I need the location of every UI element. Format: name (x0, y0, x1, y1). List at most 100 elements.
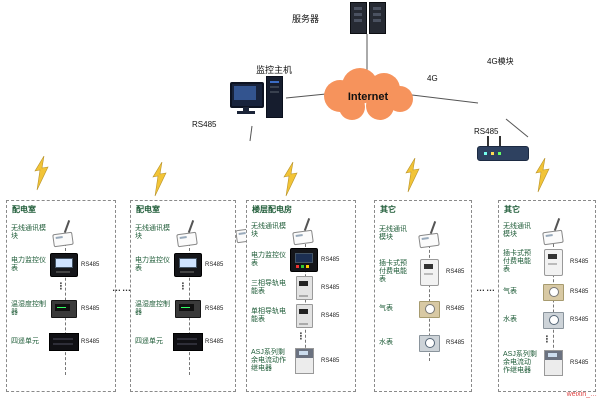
rs485-label: RS485 (321, 358, 340, 364)
device-label: 水表 (503, 315, 517, 323)
4g-module-icon (477, 136, 531, 164)
ellipsis-vertical: ⋮ (56, 281, 66, 291)
server-label: 服务器 (292, 14, 320, 24)
zone-box-peidianshi-2: 配电室 无线通讯模块 电力监控仪表 RS485 ⋮ 温湿度控制器 RS485 四… (130, 200, 236, 392)
temp-humidity-controller-icon (51, 300, 77, 318)
rs485-label: RS485 (321, 257, 340, 263)
device-label: 电力监控仪表 (251, 251, 286, 267)
remote-unit-icon (49, 333, 79, 351)
din-rail-meter-icon (295, 276, 313, 300)
zone-title: 配电室 (12, 205, 36, 214)
zone-title: 其它 (380, 205, 396, 214)
rs485-label: RS485 (446, 340, 465, 346)
ellipsis-vertical: ⋮ (178, 281, 188, 291)
device-row: 温湿度控制器 RS485 (9, 294, 113, 324)
wireless-module-icon (417, 220, 443, 248)
din-rail-meter-icon (295, 304, 313, 328)
device-row: 无线通讯模块 (133, 217, 233, 249)
device-label: 电力监控仪表 (11, 256, 46, 272)
device-row: 气表 RS485 (501, 279, 593, 305)
zone-box-other-2: 其它 无线通讯模块 插卡式预付费电能表 RS485 气表 RS485 水表 RS… (498, 200, 596, 392)
remote-unit-icon (173, 333, 203, 351)
device-row: 插卡式预付费电能表 RS485 (377, 253, 469, 291)
zone-title: 楼层配电房 (252, 205, 292, 214)
wireless-module-icon (541, 217, 567, 245)
device-row: 电力监控仪表 RS485 (133, 251, 233, 279)
device-row: 无线通讯模块 (9, 217, 113, 249)
device-row: 插卡式预付费电能表 RS485 (501, 247, 593, 277)
device-label: 单相导轨电能表 (251, 307, 286, 323)
wireless-module-icon (51, 219, 77, 247)
ellipsis-between-zones: …… (112, 283, 132, 293)
device-row: 水表 RS485 (377, 327, 469, 359)
device-label: 三相导轨电能表 (251, 279, 286, 295)
device-label: 四遥单元 (135, 337, 163, 345)
device-label: 四遥单元 (11, 337, 39, 345)
zone-title: 配电室 (136, 205, 160, 214)
wireless-module-icon (175, 219, 201, 247)
rs485-label: RS485 (446, 306, 465, 312)
device-label: 无线通讯模块 (503, 222, 531, 238)
device-row: 电力监控仪表 RS485 (249, 247, 353, 273)
device-row: ASJ系列剩余电流动作继电器 RS485 (249, 344, 353, 378)
device-label: 无线通讯模块 (251, 222, 286, 238)
rs485-label: RS485 (570, 317, 589, 323)
internet-cloud: Internet (324, 68, 413, 120)
device-row: 气表 RS485 (377, 293, 469, 325)
rs485-label: RS485 (570, 289, 589, 295)
ellipsis-vertical: ⋮ (296, 331, 306, 341)
device-label: 气表 (379, 304, 393, 312)
device-row: 四遥单元 RS485 (133, 326, 233, 358)
rs485-label: RS485 (81, 306, 100, 312)
device-row: 无线通讯模块 (249, 217, 353, 245)
device-row: 水表 RS485 (501, 307, 593, 333)
monitor-host-icon (230, 76, 284, 124)
device-label: 温湿度控制器 (11, 300, 46, 316)
watermark: weixin_… (566, 391, 597, 398)
rs485-label-right: RS485 (474, 127, 499, 136)
rs485-label-left: RS485 (192, 120, 217, 129)
lightning-icon (34, 156, 49, 191)
rs485-label: RS485 (81, 339, 100, 345)
device-label: 无线通讯模块 (379, 225, 407, 241)
device-label: 插卡式预付费电能表 (379, 259, 407, 284)
water-meter-icon (543, 311, 565, 329)
gas-meter-icon (419, 300, 441, 318)
connector-line (553, 239, 554, 373)
lightning-icon (405, 158, 420, 193)
rs485-label: RS485 (81, 262, 100, 268)
temp-humidity-controller-icon (175, 300, 201, 318)
prepaid-meter-icon (544, 248, 564, 276)
rs485-label: RS485 (205, 306, 224, 312)
device-label: 无线通讯模块 (135, 224, 170, 240)
device-row: 单相导轨电能表 RS485 (249, 303, 353, 329)
prepaid-meter-icon (420, 258, 440, 286)
gas-meter-icon (543, 283, 565, 301)
ellipsis-vertical: ⋮ (542, 334, 552, 344)
water-meter-icon (419, 334, 441, 352)
4g-module-label: 4G模块 (487, 57, 514, 66)
residual-current-relay-icon (294, 348, 314, 374)
device-row: 无线通讯模块 (377, 217, 469, 251)
4g-link-label: 4G (427, 74, 438, 83)
device-label: 温湿度控制器 (135, 300, 170, 316)
rs485-label: RS485 (321, 285, 340, 291)
device-label: ASJ系列剩余电流动作继电器 (251, 348, 286, 373)
device-row: 电力监控仪表 RS485 (9, 251, 113, 279)
rs485-label: RS485 (205, 262, 224, 268)
host-label: 监控主机 (256, 65, 293, 75)
ellipsis-between-zones: …… (476, 283, 496, 293)
internet-label: Internet (348, 91, 389, 103)
device-label: 水表 (379, 338, 393, 346)
device-label: 电力监控仪表 (135, 256, 170, 272)
rs485-label: RS485 (205, 339, 224, 345)
device-label: ASJ系列剩余电流动作继电器 (503, 350, 537, 375)
zone-box-other-1: 其它 无线通讯模块 插卡式预付费电能表 RS485 气表 RS485 水表 RS… (374, 200, 472, 392)
device-label: 插卡式预付费电能表 (503, 249, 531, 274)
lightning-icon (283, 162, 298, 197)
server-icon (350, 2, 386, 34)
power-meter-icon (290, 248, 318, 272)
zone-title: 其它 (504, 205, 520, 214)
